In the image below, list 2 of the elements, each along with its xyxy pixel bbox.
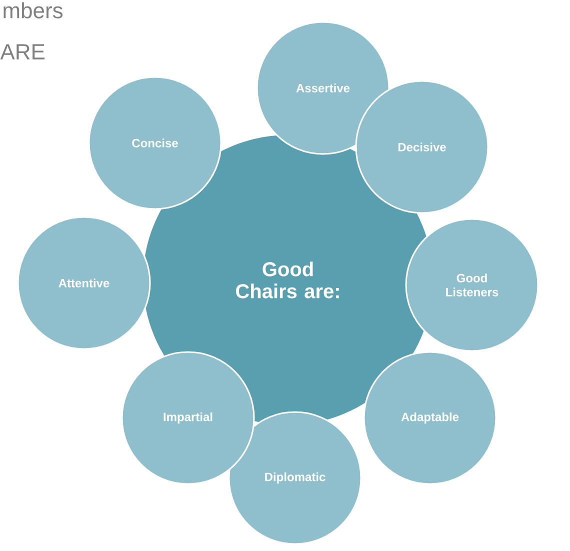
heading-text: ARE [0, 44, 44, 60]
heading-text: mbers [4, 2, 63, 18]
